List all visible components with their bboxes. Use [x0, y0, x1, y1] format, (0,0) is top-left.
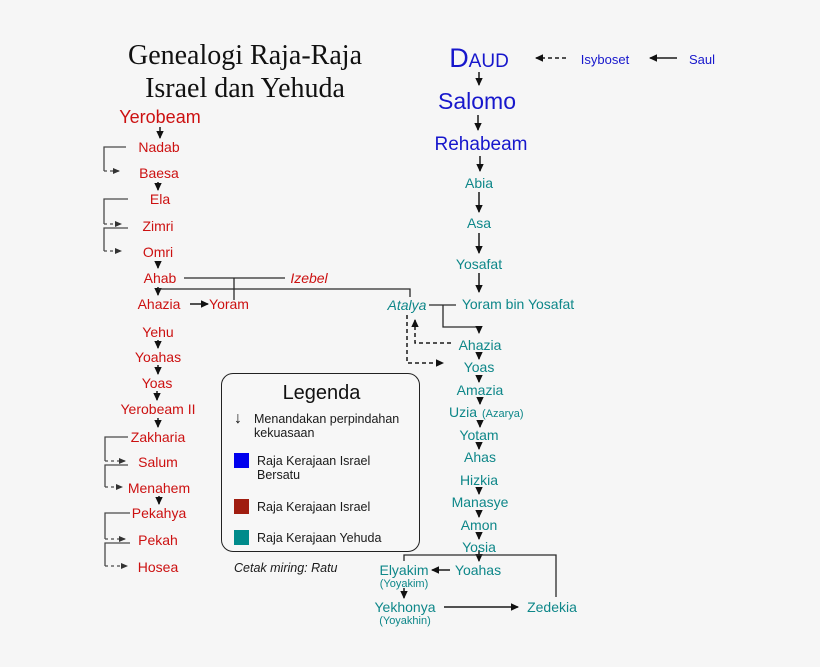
legend-transfer-label: Menandakan perpindahan kekuasaan: [254, 412, 400, 441]
legend-israel-bersatu-label: Raja Kerajaan Israel Bersatu: [257, 453, 371, 483]
node-yotam: Yotam: [459, 427, 498, 443]
bracket-salum-menahem: [104, 464, 128, 487]
legend-item-israel-bersatu: Raja Kerajaan Israel Bersatu: [234, 452, 409, 483]
node-zimri: Zimri: [142, 218, 173, 234]
page-title-line1: Genealogi Raja-Raja: [128, 40, 363, 71]
node-elyakim: Elyakim: [379, 562, 428, 578]
bracket-zakharia-salum: [104, 436, 128, 461]
legend-yehuda-label: Raja Kerajaan Yehuda: [257, 530, 382, 545]
node-hizkia: Hizkia: [460, 472, 498, 488]
children-line-yosia: [403, 554, 557, 597]
node-amazia: Amazia: [457, 382, 504, 398]
node-pekah: Pekah: [138, 532, 178, 548]
power-transfer-dashed: [406, 315, 451, 367]
node-manasye: Manasye: [452, 494, 509, 510]
blue-swatch-icon: [234, 452, 249, 468]
node-yekhonya: Yekhonya: [375, 599, 436, 615]
usurper-brackets: [103, 146, 130, 569]
node-ahazia-israel: Ahazia: [138, 296, 181, 312]
node-yoahas-yehuda: Yoahas: [455, 562, 501, 578]
legend-box: Legenda ↓ Menandakan perpindahan kekuasa…: [221, 373, 420, 575]
node-atalya: Atalya: [387, 297, 427, 313]
node-yoram-israel: Yoram: [209, 296, 249, 312]
node-rehabeam: Rehabeam: [435, 134, 528, 155]
teal-swatch-icon: [234, 529, 249, 545]
node-menahem: Menahem: [128, 480, 190, 496]
node-zedekia: Zedekia: [527, 599, 577, 615]
node-ela: Ela: [150, 191, 170, 207]
node-baesa: Baesa: [139, 165, 179, 181]
node-zakharia: Zakharia: [131, 429, 186, 445]
node-daud: Daud: [449, 43, 509, 73]
node-isyboset: Isyboset: [581, 52, 630, 67]
transfer-atalya-yoas: [406, 315, 444, 367]
node-yosafat: Yosafat: [456, 256, 502, 272]
bracket-pekahya-pekah: [104, 512, 130, 539]
node-yerobeam2: Yerobeam II: [121, 401, 196, 417]
darkred-swatch-icon: [234, 498, 249, 514]
node-ahas: Ahas: [464, 449, 496, 465]
node-izebel: Izebel: [290, 270, 328, 286]
node-saul: Saul: [689, 52, 715, 67]
node-salum: Salum: [138, 454, 178, 470]
node-yoram-bin-yosafat: Yoram bin Yosafat: [462, 296, 574, 312]
legend-title: Legenda: [282, 382, 361, 404]
children-line-to-atalya: [158, 288, 411, 297]
bracket-pekah-hosea: [104, 542, 130, 566]
node-uzia: Uzia: [449, 404, 477, 420]
node-yosia: Yosia: [462, 539, 496, 555]
node-uzia-alt: (Azarya): [482, 408, 524, 420]
legend-item-israel: Raja Kerajaan Israel: [234, 498, 409, 514]
transfer-ahazia-atalya: [411, 319, 451, 344]
legend-italic-note: Cetak miring: Ratu: [234, 561, 338, 576]
family-lines: [158, 277, 557, 597]
bracket-zimri-omri: [103, 227, 128, 251]
node-yoahas-israel: Yoahas: [135, 349, 181, 365]
legend-item-yehuda: Raja Kerajaan Yehuda: [234, 529, 409, 545]
node-asa: Asa: [467, 215, 491, 231]
node-yehu: Yehu: [142, 324, 173, 340]
node-yoas-yehuda: Yoas: [464, 359, 495, 375]
node-pekahya: Pekahya: [132, 505, 187, 521]
node-ahab: Ahab: [144, 270, 177, 286]
node-yerobeam: Yerobeam: [119, 107, 200, 127]
node-yoas-israel: Yoas: [142, 375, 173, 391]
node-salomo: Salomo: [438, 88, 516, 114]
labels: Genealogi Raja-Raja Israel dan Yehuda Da…: [119, 40, 715, 627]
node-omri: Omri: [143, 244, 173, 260]
legend-item-transfer: ↓ Menandakan perpindahan kekuasaan: [234, 411, 409, 441]
node-abia: Abia: [465, 175, 493, 191]
node-amon: Amon: [461, 517, 498, 533]
bracket-nadab-baesa: [103, 146, 126, 171]
child-line-to-ahazia: [442, 305, 483, 334]
node-hosea: Hosea: [138, 559, 179, 575]
node-ahazia-yehuda: Ahazia: [459, 337, 502, 353]
down-arrow-icon: ↓: [234, 410, 242, 427]
legend-israel-label: Raja Kerajaan Israel: [257, 499, 371, 514]
page-title-line2: Israel dan Yehuda: [145, 73, 345, 104]
node-nadab: Nadab: [138, 139, 179, 155]
node-elyakim-alt: (Yoyakim): [380, 578, 429, 590]
bracket-ela-zimri: [103, 198, 128, 224]
node-yekhonya-alt: (Yoyakhin): [379, 615, 431, 627]
